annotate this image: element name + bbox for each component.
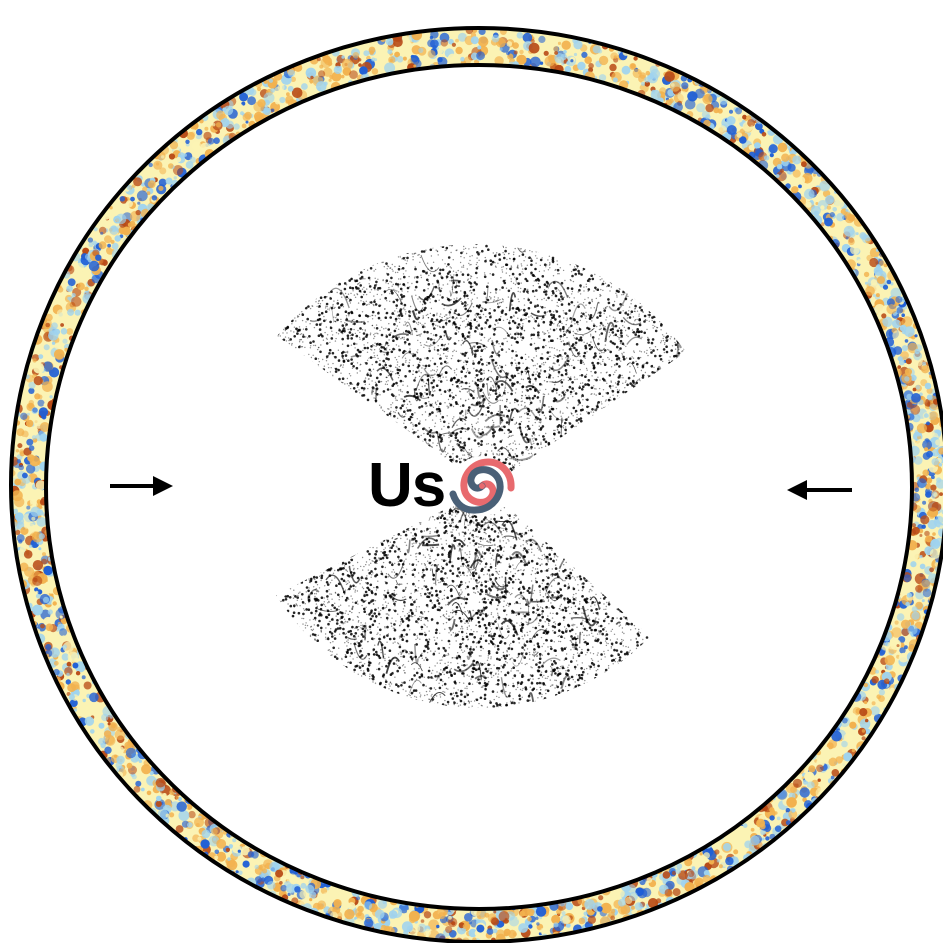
observer-label: Us <box>368 451 446 520</box>
right-arrow-icon <box>787 480 852 500</box>
left-arrow-icon <box>110 476 173 496</box>
cmb-outer-edge <box>9 26 943 943</box>
spiral-galaxy-icon <box>449 456 515 516</box>
cmb-inner-edge <box>44 63 914 911</box>
galaxy-survey-lower-wedge <box>276 489 650 708</box>
galaxy-survey-upper-wedge <box>277 244 686 488</box>
